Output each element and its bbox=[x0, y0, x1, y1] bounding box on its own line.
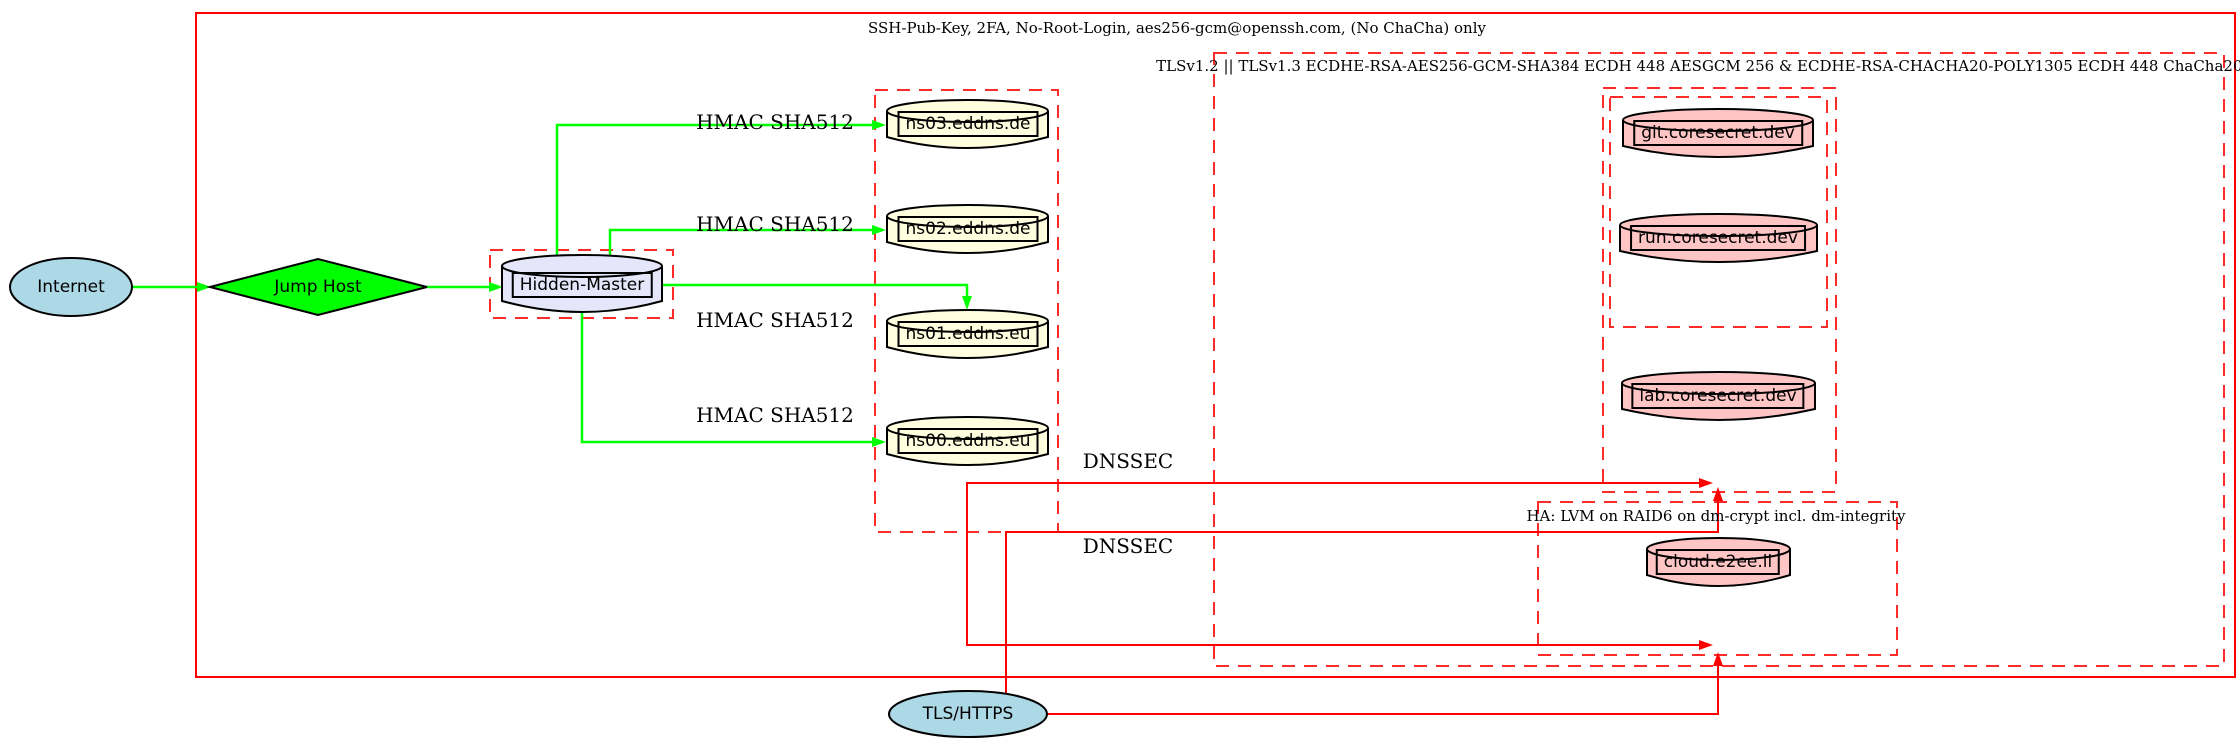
arrowhead-hacluster bbox=[1713, 652, 1723, 666]
edge-hiddenmaster-ns02 bbox=[608, 228, 872, 258]
cluster-label-tls: TLSv1.2 || TLSv1.3 ECDHE-RSA-AES256-GCM-… bbox=[1156, 57, 2240, 75]
node-label-ns02: ns02.eddns.de bbox=[897, 216, 1039, 242]
arrowhead-ns02 bbox=[872, 225, 886, 235]
node-label-internet: Internet bbox=[37, 277, 105, 297]
edge-tlshttps-hacluster bbox=[1047, 665, 1719, 715]
arrowhead-ns03 bbox=[872, 120, 886, 130]
edge-label-hmac-ns00: HMAC SHA512 bbox=[696, 403, 854, 427]
edge-hiddenmaster-ns01 bbox=[662, 283, 969, 296]
arrowhead-ns01 bbox=[962, 296, 972, 310]
arrowhead-dnssec-top bbox=[1699, 478, 1713, 488]
edge-label-hmac-ns01: HMAC SHA512 bbox=[696, 308, 854, 332]
node-label-ns03: ns03.eddns.de bbox=[897, 111, 1039, 137]
edge-label-dnssec-bottom: DNSSEC bbox=[1082, 534, 1174, 558]
node-ns00-shape bbox=[886, 416, 1049, 466]
cluster-label-ha: HA: LVM on RAID6 on dm-crypt incl. dm-in… bbox=[1526, 507, 1906, 525]
arrowhead-dnssec-bottom bbox=[1699, 640, 1713, 650]
arrowhead-labcluster bbox=[1713, 487, 1723, 501]
edge-label-dnssec-top: DNSSEC bbox=[1082, 449, 1174, 473]
edge-label-hmac-ns03: HMAC SHA512 bbox=[696, 110, 854, 134]
node-label-cloud: cloud.e2ee.li bbox=[1655, 549, 1781, 575]
cluster-label-ssh: SSH-Pub-Key, 2FA, No-Root-Login, aes256-… bbox=[868, 19, 1486, 37]
node-label-jumphost: Jump Host bbox=[274, 277, 362, 297]
edge-dns-dnssec-bottom bbox=[966, 532, 1699, 646]
red-edges bbox=[966, 482, 1719, 715]
node-label-git: git.coresecret.dev bbox=[1633, 120, 1803, 146]
node-label-ns00: ns00.eddns.eu bbox=[897, 428, 1039, 454]
node-label-ns01: ns01.eddns.eu bbox=[897, 321, 1039, 347]
edge-hiddenmaster-ns00 bbox=[580, 309, 872, 444]
arrowhead-jumphost bbox=[197, 282, 211, 292]
cluster-ssh-hardening-box bbox=[195, 12, 2236, 678]
green-arrowheads bbox=[197, 120, 972, 447]
arrowhead-ns00 bbox=[872, 437, 886, 447]
edge-tlshttps-labcluster bbox=[1005, 500, 1719, 693]
node-internet-shape bbox=[9, 257, 133, 317]
node-label-hiddenmaster: Hidden-Master bbox=[511, 272, 653, 298]
green-edges bbox=[133, 123, 969, 444]
cluster-coresecret-inner-box bbox=[1609, 96, 1828, 328]
edge-dns-dnssec-top bbox=[966, 482, 1699, 532]
node-label-tlshttps: TLS/HTTPS bbox=[922, 704, 1014, 724]
edge-label-hmac-ns02: HMAC SHA512 bbox=[696, 212, 854, 236]
red-arrowheads bbox=[1699, 478, 1723, 666]
arrowhead-hiddenmaster bbox=[489, 282, 503, 292]
node-hiddenmaster-shape bbox=[501, 254, 663, 313]
node-label-lab: lab.coresecret.dev bbox=[1631, 383, 1805, 409]
edge-hiddenmaster-ns03 bbox=[555, 123, 872, 258]
node-tlshttps-shape bbox=[888, 690, 1048, 738]
node-jumphost-shape bbox=[206, 257, 428, 317]
node-label-run: run.coresecret.dev bbox=[1630, 225, 1806, 251]
